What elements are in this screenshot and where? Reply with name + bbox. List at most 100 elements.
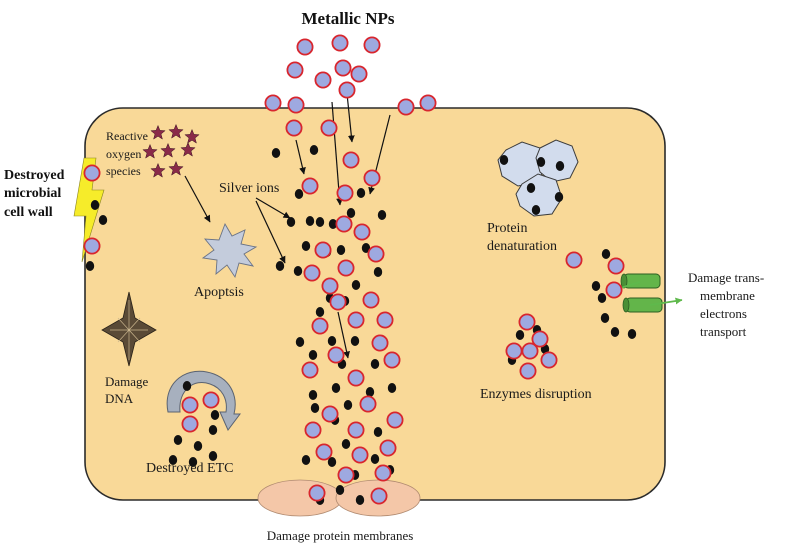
metallic-nanoparticle: [181, 415, 199, 433]
metallic-nanoparticle: [353, 223, 371, 241]
silver-ion: [85, 261, 95, 271]
metallic-nanoparticle: [331, 34, 349, 52]
transport-label-line3: electrons: [700, 306, 747, 321]
ros-star: [168, 123, 184, 139]
ros-stars: [142, 123, 200, 178]
metallic-nanoparticle: [327, 346, 345, 364]
metallic-nanoparticle: [338, 81, 356, 99]
metallic-nanoparticle: [336, 184, 354, 202]
silver-ion: [343, 400, 353, 410]
silver-ion: [601, 249, 611, 259]
membrane-patch-left: [257, 479, 343, 517]
silver-ion: [554, 192, 564, 202]
metallic-nanoparticle: [383, 351, 401, 369]
silver-ion: [295, 337, 305, 347]
silver-ion: [301, 455, 311, 465]
title-label: Metallic NPs: [302, 9, 395, 28]
metallic-nanoparticle: [347, 311, 365, 329]
silver-ion: [370, 454, 380, 464]
ros-star: [168, 160, 184, 176]
metallic-nanoparticle: [359, 395, 377, 413]
ros-star: [150, 124, 166, 140]
membrane-channel-lower: [625, 297, 663, 313]
metallic-nanoparticle: [605, 281, 623, 299]
silver-ion: [351, 280, 361, 290]
silver-ion: [193, 441, 203, 451]
ros-star: [184, 128, 200, 144]
apoptosis-starburst-icon: [201, 222, 258, 279]
metallic-nanoparticle: [386, 411, 404, 429]
ros-label-line3: species: [106, 164, 141, 178]
protein-denaturation-label-line1: Protein: [487, 221, 527, 236]
labels: Metallic NPs Reactive oxygen species Des…: [4, 9, 764, 543]
silver-ion: [555, 161, 565, 171]
silver-ion: [627, 329, 637, 339]
metallic-nanoparticle: [347, 369, 365, 387]
metallic-nanoparticle: [607, 257, 625, 275]
silver-ion: [377, 210, 387, 220]
silver-ion: [365, 387, 375, 397]
metallic-nanoparticle: [202, 391, 220, 409]
metallic-nanoparticle: [367, 245, 385, 263]
metallic-nanoparticle: [287, 96, 305, 114]
metallic-nanoparticle: [303, 264, 321, 282]
metallic-nanoparticle: [351, 446, 369, 464]
silver-ion: [499, 155, 509, 165]
metallic-nanoparticle: [314, 71, 332, 89]
metallic-nanoparticle: [335, 215, 353, 233]
silver-ion: [336, 245, 346, 255]
silver-ion: [301, 241, 311, 251]
silver-ion: [370, 359, 380, 369]
enzymes-disruption-label: Enzymes disruption: [480, 387, 592, 402]
arrow: [255, 200, 286, 264]
metallic-nanoparticle: [531, 330, 549, 348]
transport-label-line4: transport: [700, 324, 747, 339]
silver-ion: [327, 336, 337, 346]
silver-ions-label: Silver ions: [219, 181, 279, 196]
metallic-nanoparticle: [376, 311, 394, 329]
apoptosis-label: Apoptsis: [194, 285, 244, 300]
silver-ion: [305, 216, 315, 226]
protein-cluster: [497, 139, 579, 217]
silver-ion: [335, 485, 345, 495]
metallic-nanoparticle: [505, 342, 523, 360]
silver-ion: [188, 457, 198, 467]
arrow: [295, 139, 306, 175]
silver-ion: [315, 217, 325, 227]
ros-star: [180, 141, 196, 157]
silver-ion: [208, 425, 218, 435]
metallic-nanoparticle: [181, 396, 199, 414]
silver-ion: [361, 243, 371, 253]
ros-star: [150, 162, 166, 178]
destroyed-etc-label: Destroyed ETC: [146, 461, 233, 476]
silver-ion: [331, 383, 341, 393]
metallic-nanoparticle: [337, 259, 355, 277]
silver-ion: [275, 261, 285, 271]
cell-wall-label-line1: Destroyed: [4, 168, 65, 183]
silver-ion: [373, 267, 383, 277]
silver-ion: [294, 189, 304, 199]
silver-ion: [90, 200, 100, 210]
silver-ion: [531, 205, 541, 215]
silver-ion: [526, 183, 536, 193]
metallic-nanoparticle: [83, 237, 101, 255]
metallic-nanoparticle: [301, 361, 319, 379]
metallic-nanoparticle: [540, 351, 558, 369]
metallic-nanoparticle: [371, 334, 389, 352]
silver-ion: [315, 307, 325, 317]
cell-wall-label-line3: cell wall: [4, 205, 53, 220]
transport-label-line2: membrane: [700, 288, 755, 303]
metallic-nanoparticle: [370, 487, 388, 505]
metallic-nanoparticle: [363, 36, 381, 54]
silver-ion: [373, 427, 383, 437]
silver-ion: [308, 390, 318, 400]
silver-ion: [327, 457, 337, 467]
ros-star: [160, 142, 176, 158]
metallic-nanoparticle: [397, 98, 415, 116]
metallic-nanoparticle: [379, 439, 397, 457]
silver-ion: [350, 336, 360, 346]
silver-ion: [387, 383, 397, 393]
metallic-nanoparticle: [301, 177, 319, 195]
silver-ion: [98, 215, 108, 225]
